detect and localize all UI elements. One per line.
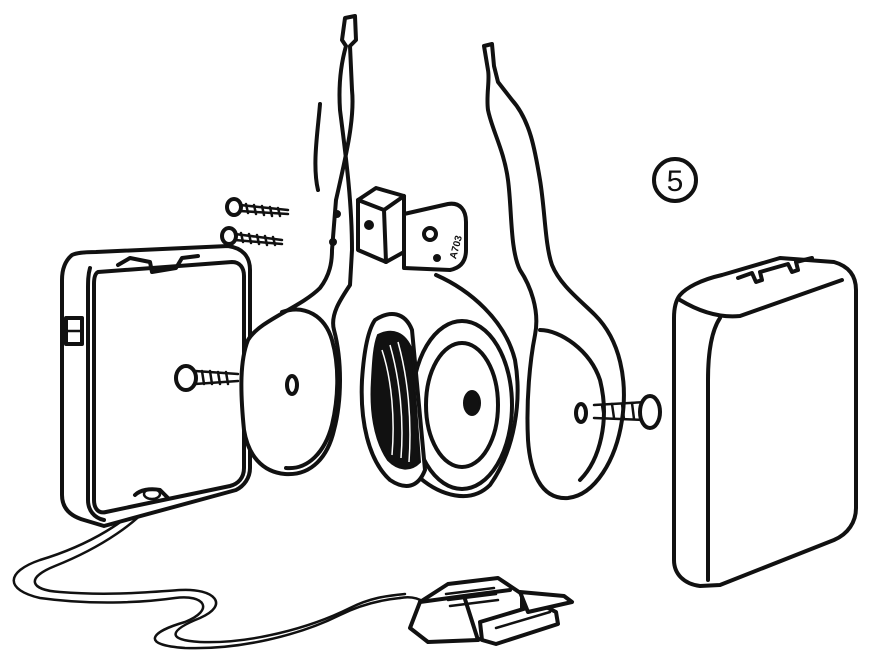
coil-bobbin [359,273,520,499]
step-circle [652,157,698,203]
front-cover [672,256,858,588]
copper-winding [370,330,422,470]
left-disc-hole [285,374,299,396]
lead-wire [12,493,407,650]
screw-right [592,394,662,430]
bobbin-hub [463,390,481,416]
right-bracket [482,42,626,501]
screw-center [174,364,240,392]
left-bracket [239,14,358,477]
screw-top [225,197,290,218]
step-badge: 5 [652,157,698,203]
step-number: 5 [667,165,684,198]
back-housing [60,244,252,528]
screw-middle [220,226,284,247]
plug-connector [398,576,574,646]
right-disc-hole [574,402,588,424]
terminal-block: A703 [356,186,468,272]
